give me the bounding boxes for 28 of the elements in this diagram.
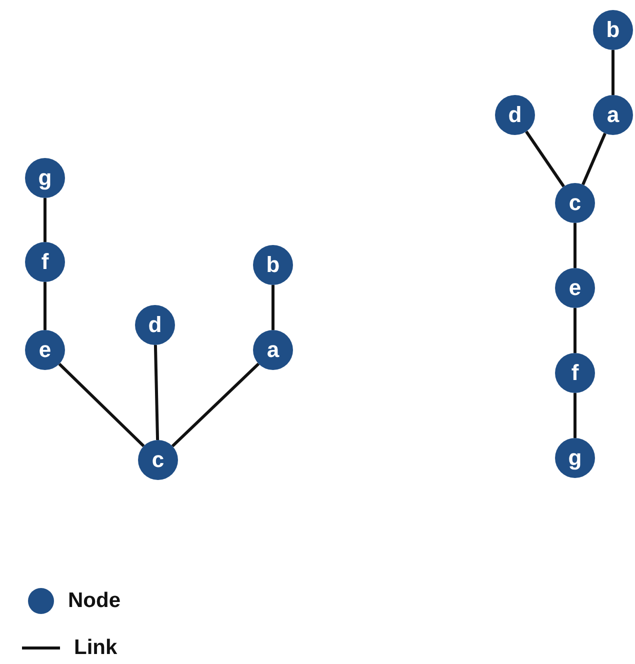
node-circle: g xyxy=(25,158,65,198)
link-line xyxy=(612,50,614,95)
link-line xyxy=(574,308,576,353)
node-circle: g xyxy=(555,438,595,478)
node-circle: d xyxy=(135,305,175,345)
node-circle: b xyxy=(253,245,293,285)
link-line xyxy=(574,393,576,438)
node-circle: a xyxy=(593,95,633,135)
node-circle: e xyxy=(25,330,65,370)
node-circle: f xyxy=(25,242,65,282)
link-line xyxy=(44,282,46,330)
legend-label: Node xyxy=(68,589,120,613)
link-line xyxy=(171,362,260,448)
link-line xyxy=(272,285,274,330)
link-line xyxy=(58,362,145,448)
node-circle: e xyxy=(555,268,595,308)
node-circle: f xyxy=(555,353,595,393)
legend-label: Link xyxy=(74,636,118,660)
node-circle: c xyxy=(555,183,595,223)
node-circle: c xyxy=(138,440,178,480)
link-line xyxy=(44,198,46,242)
link-line xyxy=(582,132,606,186)
node-circle: d xyxy=(495,95,535,135)
link-line xyxy=(525,130,565,188)
link-line xyxy=(154,344,160,440)
node-circle: b xyxy=(593,10,633,50)
node-circle: a xyxy=(253,330,293,370)
link-line xyxy=(574,223,576,268)
